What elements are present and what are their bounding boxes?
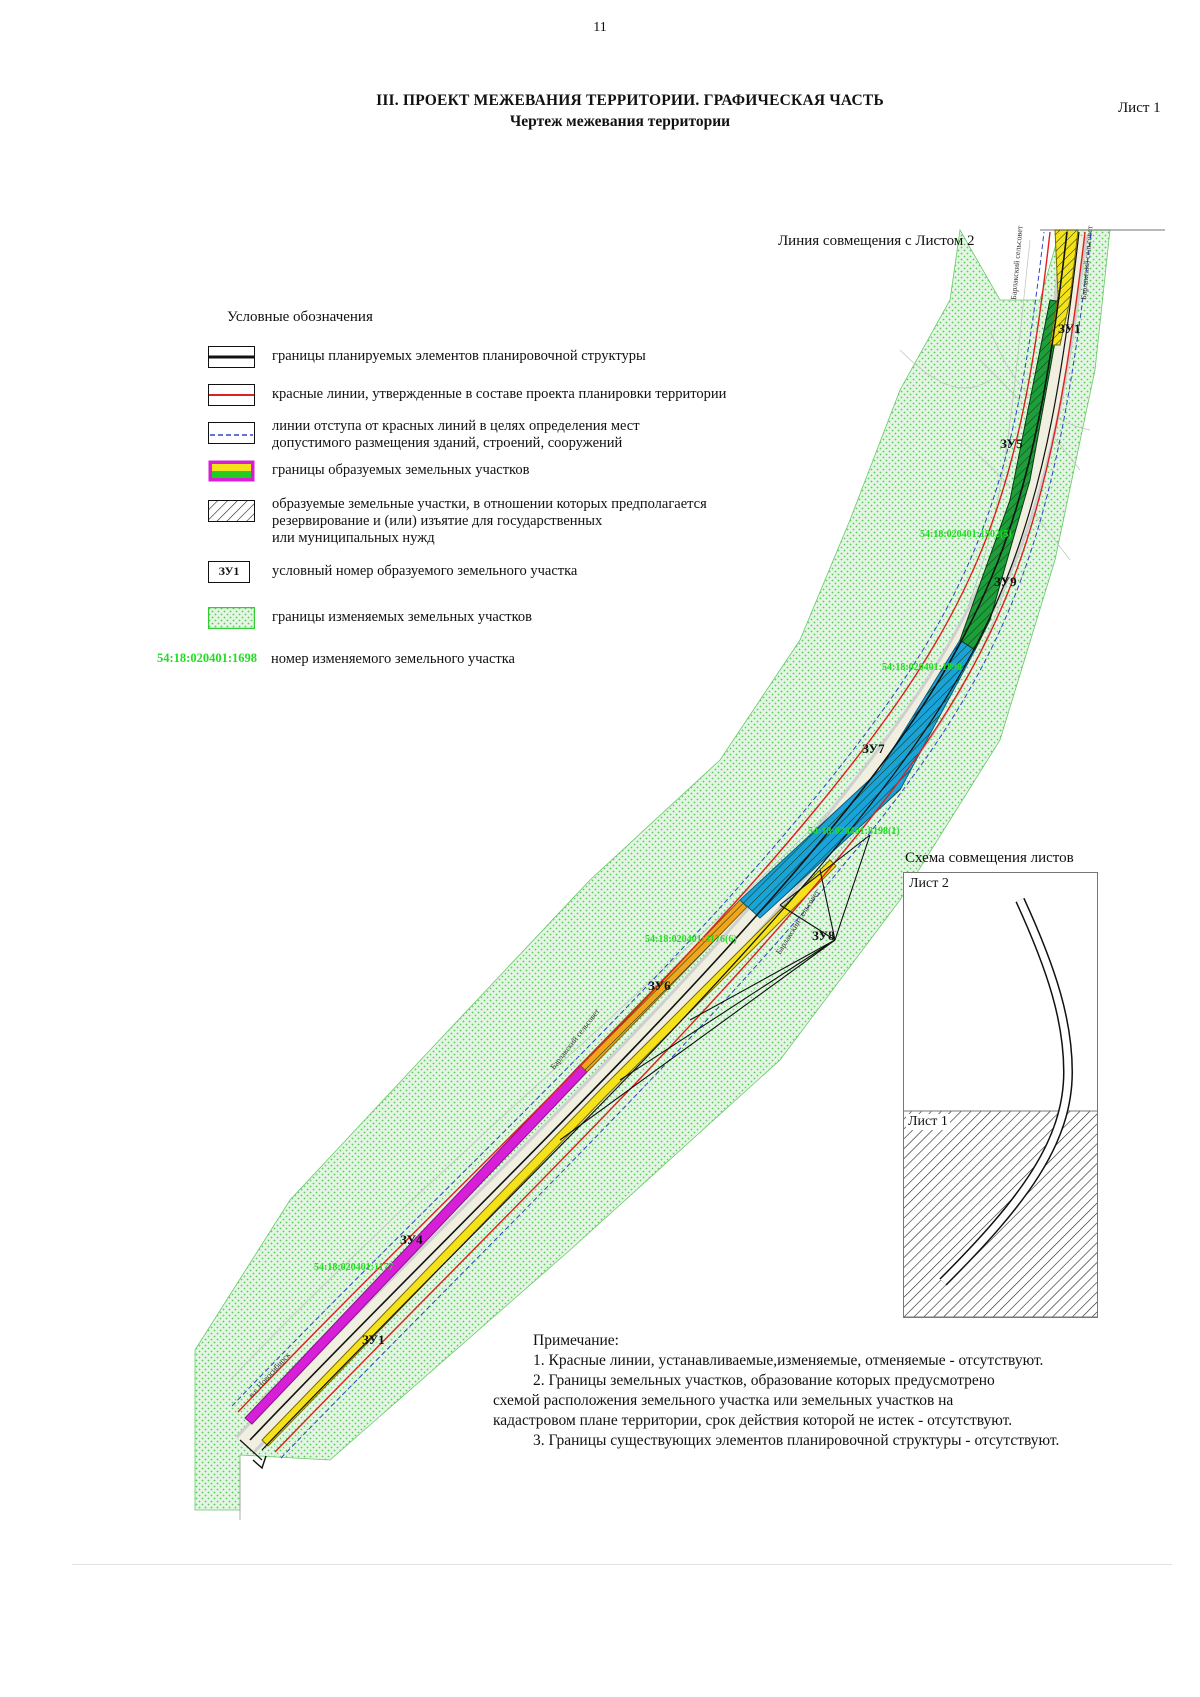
legend-text: или муниципальных нужд xyxy=(272,530,435,546)
hatched-symbol xyxy=(208,500,255,522)
note-line: кадастровом плане территории, срок дейст… xyxy=(493,1412,1013,1429)
cadastral-label: 54:18:020401:1902(5) xyxy=(920,529,1012,540)
zu-box-symbol: ЗУ1 xyxy=(208,561,250,583)
parcel-border-symbol xyxy=(208,460,255,482)
legend-text: допустимого размещения зданий, строений,… xyxy=(272,435,623,451)
parcel-label: ЗУ6 xyxy=(648,978,671,993)
legend-title: Условные обозначения xyxy=(227,309,373,325)
cadastral-label: 54:18:020401:8198(1) xyxy=(808,826,900,837)
note-line: схемой расположения земельного участка и… xyxy=(493,1392,954,1409)
red-line-symbol xyxy=(208,384,255,406)
direction-arrow-icon xyxy=(252,1455,267,1470)
scheme-sheet2-label: Лист 2 xyxy=(909,876,949,891)
legend-text: образуемые земельные участки, в отношени… xyxy=(272,496,707,512)
footer-divider xyxy=(72,1564,1172,1565)
sheet-label: Лист 1 xyxy=(1118,100,1161,116)
document-subtitle: Чертеж межевания территории xyxy=(509,113,731,130)
parcel-label: ЗУ8 xyxy=(812,928,835,943)
cadastral-label: 54:18:020401:1890 xyxy=(882,662,962,673)
parcel-label: ЗУ1 xyxy=(1058,321,1081,336)
district-label: Барлакский сельсовет xyxy=(1009,225,1024,300)
legend-text: линии отступа от красных линий в целях о… xyxy=(272,418,640,434)
parcel-label: ЗУ4 xyxy=(400,1232,423,1247)
legend-text: границы изменяемых земельных участков xyxy=(272,609,532,625)
note-line: 1. Красные линии, устанавливаемые,изменя… xyxy=(533,1352,1044,1369)
parcel-label: ЗУ1 xyxy=(362,1332,385,1347)
legend-text: красные линии, утвержденные в составе пр… xyxy=(272,386,727,402)
sheet-scheme xyxy=(903,872,1098,1318)
dashed-line-symbol xyxy=(208,422,255,444)
cadastral-code-sample: 54:18:020401:1698 xyxy=(157,651,257,665)
zu8-leaders xyxy=(559,834,871,1141)
legend-text: резервирование и (или) изъятие для госуд… xyxy=(272,513,603,529)
parcel-label: ЗУ9 xyxy=(994,574,1017,589)
scheme-sheet1-label: Лист 1 xyxy=(906,1114,950,1130)
zu1-bottom-parcel xyxy=(261,859,837,1447)
parcel-label: ЗУ5 xyxy=(1000,436,1023,451)
document-title: III. ПРОЕКТ МЕЖЕВАНИЯ ТЕРРИТОРИИ. ГРАФИЧ… xyxy=(376,92,884,109)
match-line-label: Линия совмещения с Листом 2 xyxy=(778,233,975,249)
parcel-label: ЗУ7 xyxy=(862,741,885,756)
cadastral-label: 54:18:020401:3176(6) xyxy=(645,934,737,945)
note-line: 2. Границы земельных участков, образован… xyxy=(533,1372,995,1389)
page-number: 11 xyxy=(593,20,607,35)
scheme-title: Схема совмещения листов xyxy=(905,850,1074,866)
legend-text: границы образуемых земельных участков xyxy=(272,462,530,478)
legend-text: номер изменяемого земельного участка xyxy=(271,651,515,667)
cadastral-label: 54:18:020401:1177 xyxy=(314,1262,393,1273)
note-line: 3. Границы существующих элементов планир… xyxy=(533,1432,1060,1449)
legend-text: границы планируемых элементов планировоч… xyxy=(272,348,646,364)
legend-text: условный номер образуемого земельного уч… xyxy=(272,563,578,579)
black-line-symbol xyxy=(208,346,255,368)
note-title: Примечание: xyxy=(533,1332,619,1349)
green-dotted-symbol xyxy=(208,607,255,629)
